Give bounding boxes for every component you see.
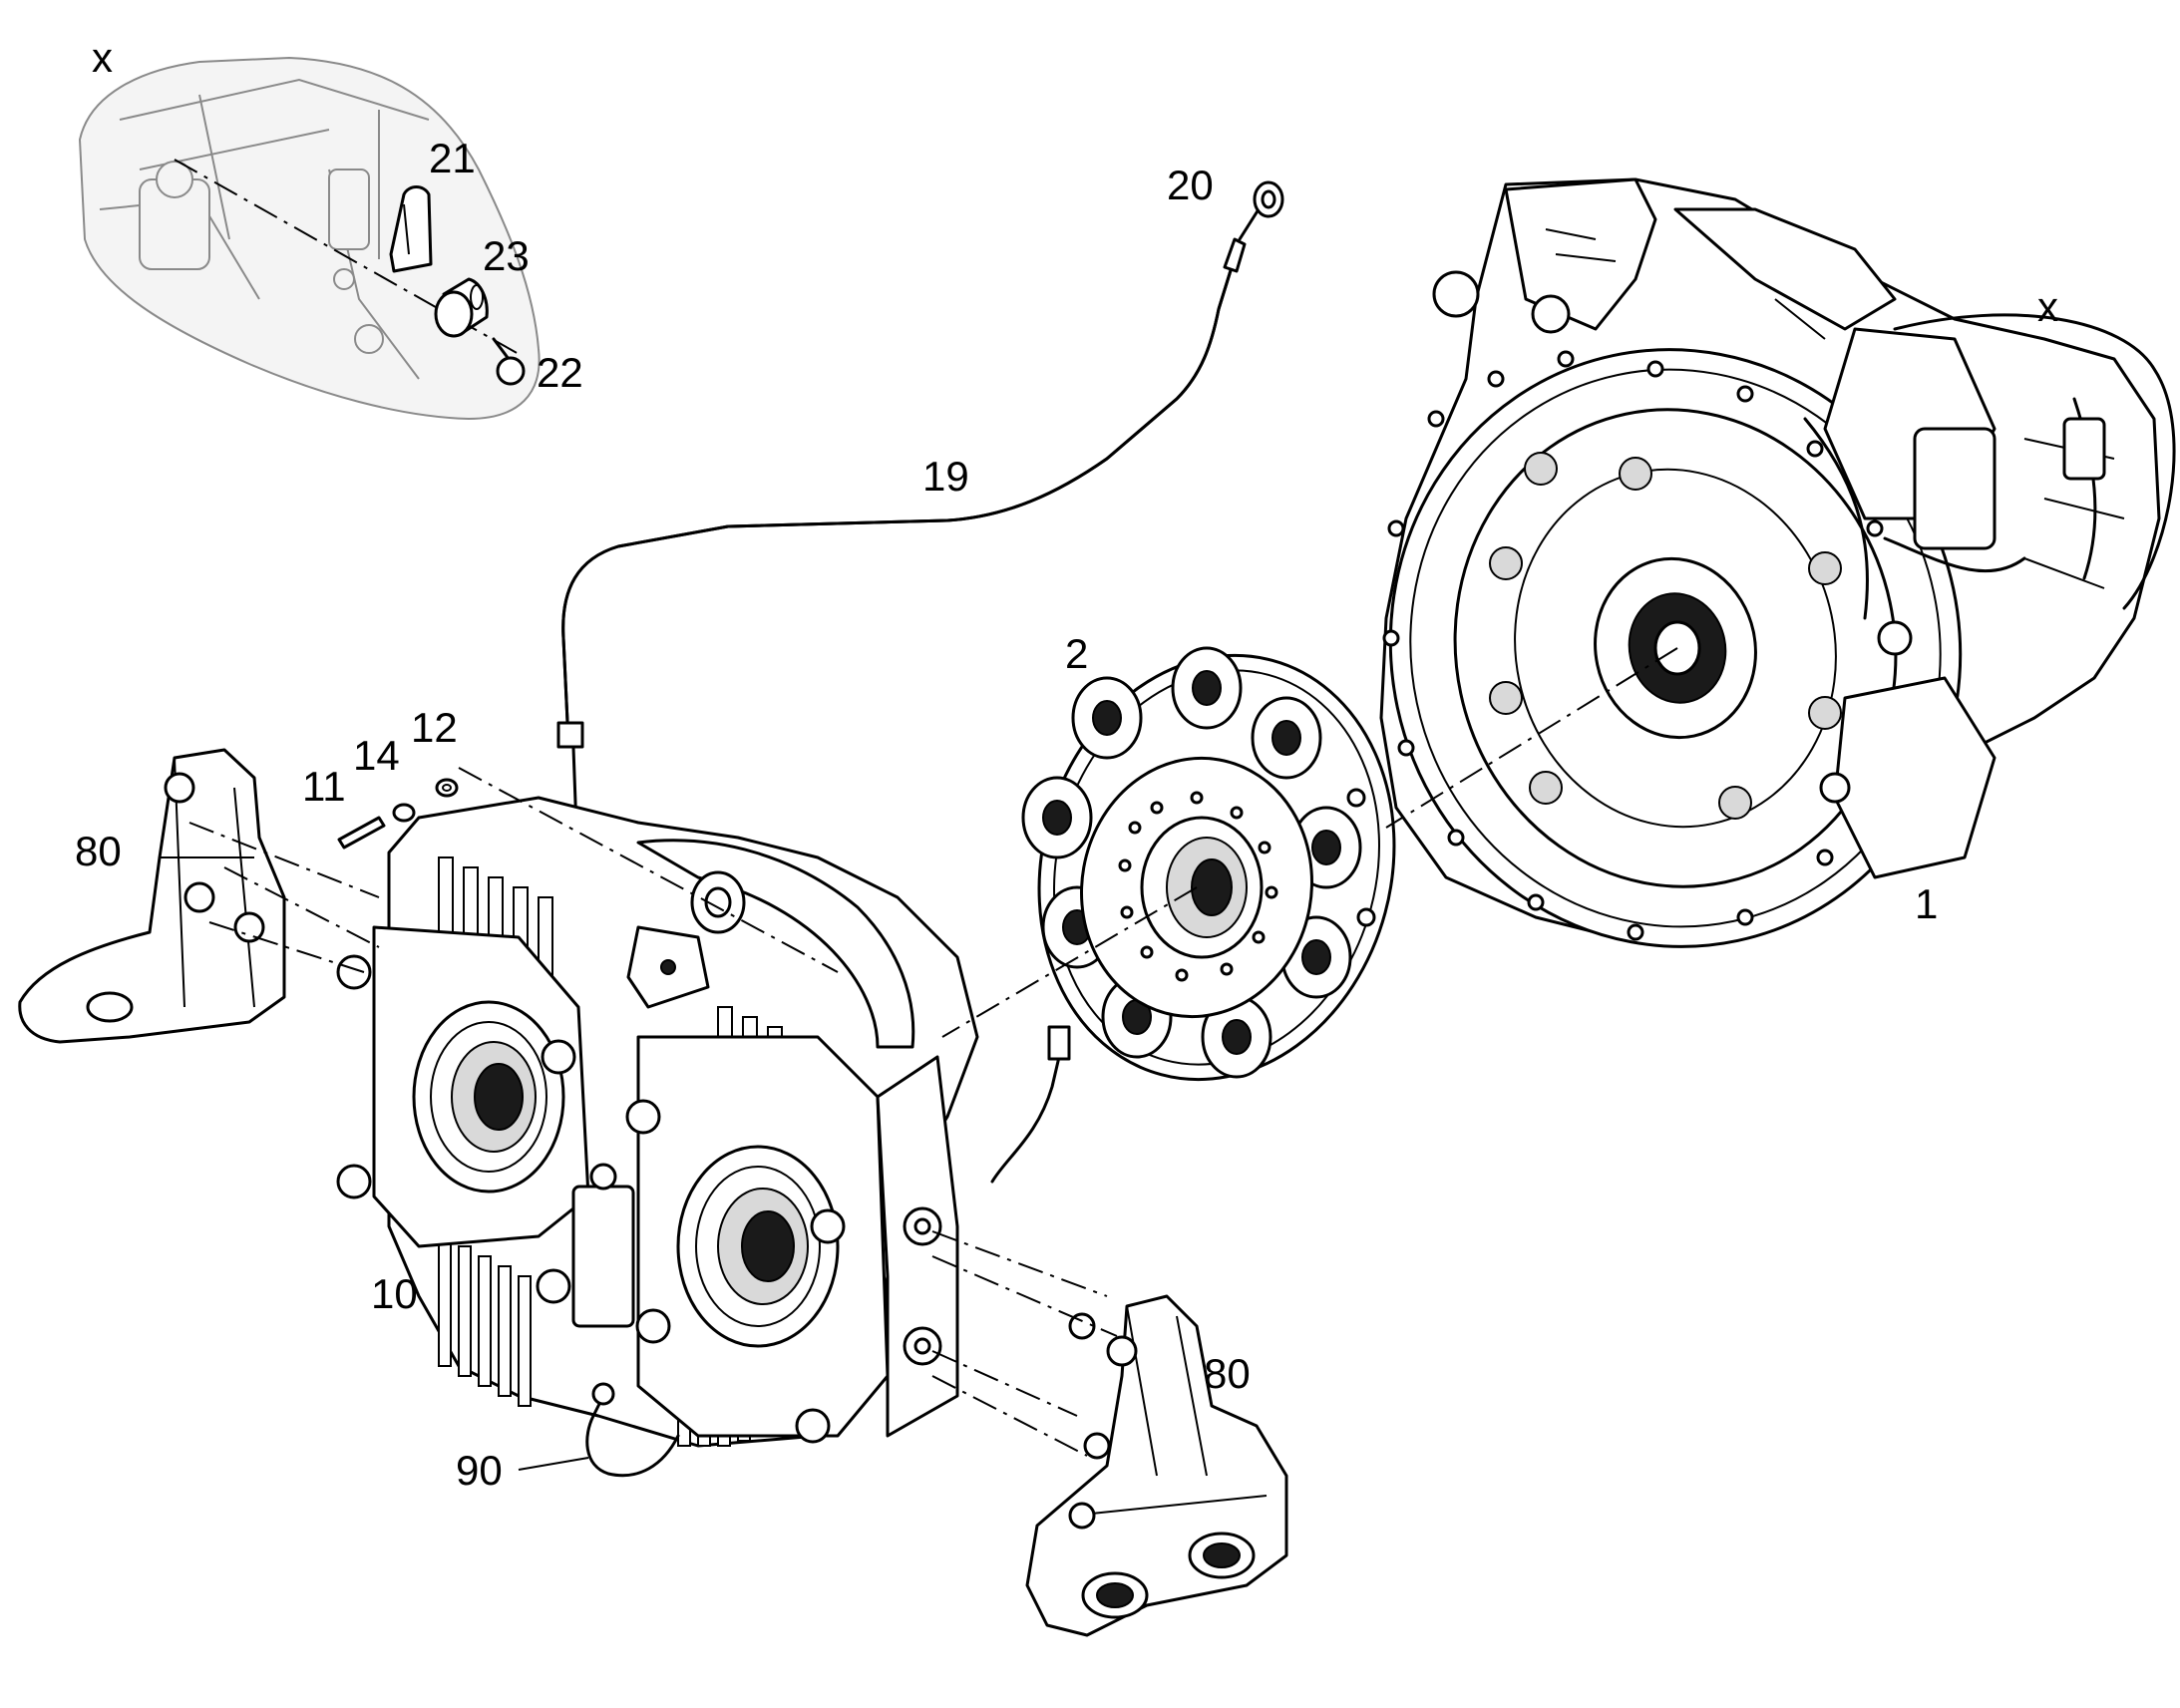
assembly-centerlines [188,647,1678,1457]
callout-22: 22 [537,349,583,396]
mount-part-80-right [1025,1294,1288,1637]
callout-10: 10 [371,1270,418,1317]
pin-part-11 [337,816,386,850]
detail-x-inset [78,56,541,421]
callout-labels: x x 1 2 10 11 12 14 19 20 21 22 23 80 80… [75,34,2058,1494]
callout-14: 14 [353,732,400,779]
sleeve-part-23 [434,277,489,338]
callout-80-left: 80 [75,828,122,874]
face-bolts [336,954,846,1444]
gearbox-part-10 [336,796,1071,1478]
callout-1: 1 [1915,880,1938,927]
mount-part-80-left [18,748,286,1044]
callout-x-detail: x [92,34,113,81]
callout-11: 11 [302,763,346,810]
coupling-rubber-blocks [1021,646,1362,1079]
leader-line-90 [518,1457,589,1471]
callout-23: 23 [483,232,530,279]
callout-2: 2 [1065,630,1088,677]
coupling-part-2 [1021,646,1396,1082]
callout-90: 90 [456,1447,503,1494]
bracket-part-21 [389,185,433,273]
sensor-wire-part-90 [585,1394,680,1478]
bolt-part-22 [492,337,526,386]
callout-19: 19 [922,453,969,500]
callout-12: 12 [411,704,458,751]
seal-part-12 [435,778,459,798]
dipstick-handle-part-20 [1223,180,1284,273]
callout-x-main: x [2037,283,2058,330]
engine-part-1 [1379,177,2176,948]
callout-21: 21 [429,135,476,181]
callout-20: 20 [1167,162,1214,208]
callout-80-right: 80 [1204,1350,1251,1397]
washer-part-14 [392,803,416,823]
